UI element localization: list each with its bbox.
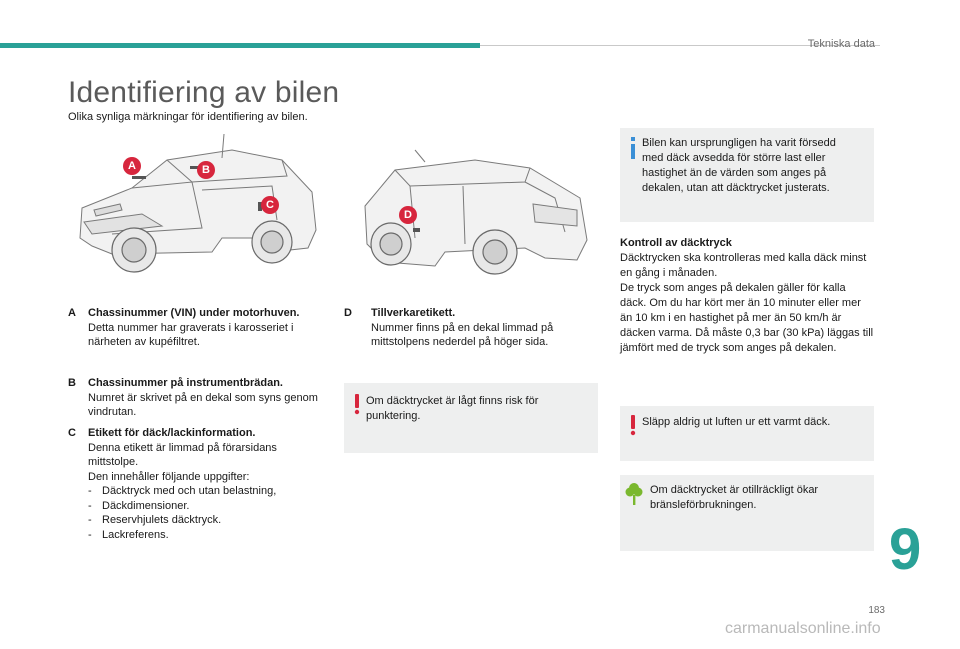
item-d-key: D <box>344 307 352 319</box>
eco-box: Om däcktrycket är otillräckligt ökar brä… <box>620 475 874 551</box>
item-d-heading: Tillverkaretikett. <box>371 307 456 319</box>
warning-box-low-pressure: Om däcktrycket är lågt finns risk för pu… <box>344 383 598 453</box>
warning-exclamation-icon <box>350 393 364 415</box>
eco-tree-icon <box>625 482 643 506</box>
warning-exclamation-icon <box>626 414 640 436</box>
item-c-text: Denna etikett är limmad på förarsidans m… <box>88 441 277 469</box>
info-tyres-text: Bilen kan ursprungligen ha varit försedd… <box>642 137 836 194</box>
page-title: Identifiering av bilen <box>68 76 340 109</box>
marker-c: C <box>261 196 279 214</box>
chapter-number: 9 <box>889 517 922 582</box>
item-b-key: B <box>68 377 76 389</box>
marker-b: B <box>197 161 215 179</box>
eco-note-text: Om däcktrycket är otillräckligt ökar brä… <box>650 484 819 511</box>
item-a-text: Detta nummer har graverats i karosseriet… <box>88 321 294 349</box>
pressure-check-text: Däcktrycken ska kontrolleras med kalla d… <box>620 252 867 279</box>
header-accent-bar <box>0 43 480 48</box>
marker-a: A <box>123 157 141 175</box>
car-illustration-rear: D <box>355 148 595 280</box>
item-b-heading: Chassinummer på instrumentbrädan. <box>88 377 283 389</box>
list-item: Däcktryck med och utan belastning, <box>88 484 324 499</box>
car-illustration-front: A B C <box>72 130 322 280</box>
item-c-text2: Den innehåller följande uppgifter: <box>88 470 250 483</box>
car-rear-drawing <box>364 149 588 275</box>
page-subtitle: Olika synliga märkningar för identifieri… <box>68 111 308 123</box>
item-d-text: Nummer finns på en dekal limmad på mitts… <box>371 321 554 349</box>
list-item: Däckdimensioner. <box>88 499 324 514</box>
item-c-heading: Etikett för däck/lackinformation. <box>88 427 256 439</box>
item-b-text: Numret är skrivet på en dekal som syns g… <box>88 391 318 419</box>
header-rule <box>480 45 880 46</box>
warning-box-hot-tyre: Släpp aldrig ut luften ur ett varmt däck… <box>620 406 874 461</box>
list-item: Reservhjulets däcktryck. <box>88 513 324 528</box>
item-c-list: Däcktryck med och utan belastning, Däckd… <box>88 484 324 542</box>
warning-low-pressure-text: Om däcktrycket är lågt finns risk för pu… <box>366 395 539 422</box>
item-a-heading: Chassinummer (VIN) under motorhuven. <box>88 307 300 319</box>
page-number: 183 <box>868 605 885 616</box>
info-box-tyres: Bilen kan ursprungligen ha varit försedd… <box>620 128 874 222</box>
item-a-key: A <box>68 307 76 319</box>
item-c-key: C <box>68 427 76 439</box>
pressure-check-text2: De tryck som anges på dekalen gäller för… <box>620 282 874 354</box>
marker-d: D <box>399 206 417 224</box>
warning-hot-tyre-text: Släpp aldrig ut luften ur ett varmt däck… <box>642 416 831 428</box>
list-item: Lackreferens. <box>88 528 324 543</box>
info-i-icon <box>626 136 640 160</box>
car-front-drawing <box>79 133 317 273</box>
section-label: Tekniska data <box>807 38 875 50</box>
watermark: carmanualsonline.info <box>725 620 881 637</box>
pressure-check-section: Kontroll av däcktryck Däcktrycken ska ko… <box>620 236 874 356</box>
pressure-check-heading: Kontroll av däcktryck <box>620 237 732 249</box>
